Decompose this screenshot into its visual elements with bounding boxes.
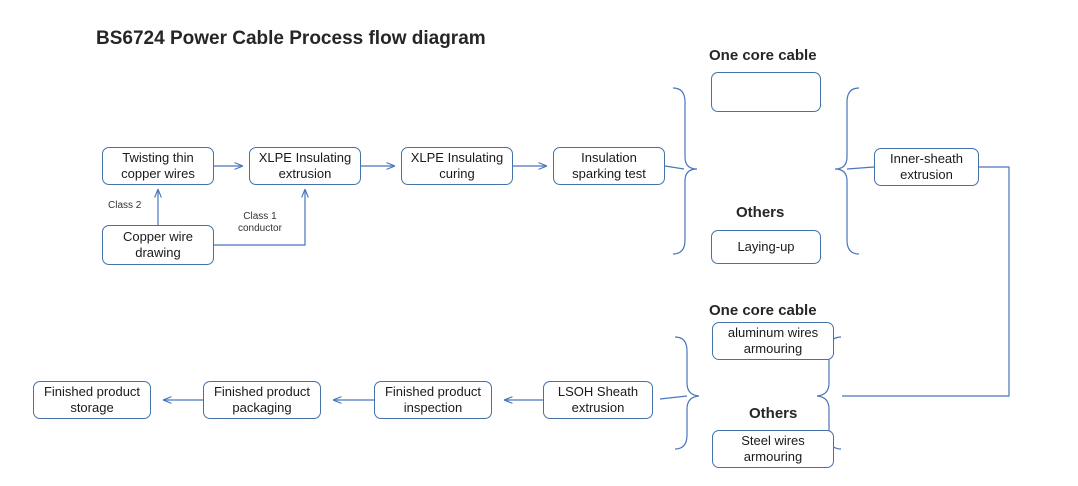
brace-lower-left [674, 336, 700, 450]
connector-sparking-to-brace [664, 165, 685, 170]
connector-brace-to-inner-sheath [846, 166, 875, 170]
edge-label-class-1-conductor: Class 1 conductor [238, 211, 282, 234]
node-twisting-thin-copper-wires[interactable]: Twisting thin copper wires [102, 147, 214, 185]
connector-brace-to-lsoh [659, 395, 688, 400]
edge-label-class-2: Class 2 [108, 200, 142, 211]
node-lsoh-sheath-extrusion[interactable]: LSOH Sheath extrusion [543, 381, 653, 419]
brace-upper-right [834, 87, 860, 255]
node-laying-up[interactable]: Laying-up [711, 230, 821, 264]
node-finished-product-packaging[interactable]: Finished product packaging [203, 381, 321, 419]
group-label-others-top: Others [736, 204, 785, 221]
node-finished-product-storage[interactable]: Finished product storage [33, 381, 151, 419]
brace-upper-left [672, 87, 698, 255]
page-title: BS6724 Power Cable Process flow diagram [96, 28, 486, 49]
node-xlpe-insulating-extrusion[interactable]: XLPE Insulating extrusion [249, 147, 361, 185]
node-inner-sheath-extrusion[interactable]: Inner-sheath extrusion [874, 148, 979, 186]
node-insulation-sparking-test[interactable]: Insulation sparking test [553, 147, 665, 185]
node-aluminum-wires-armouring[interactable]: aluminum wires armouring [712, 322, 834, 360]
group-label-one-core-cable-top: One core cable [709, 47, 817, 64]
connector-inner-sheath-to-armouring [842, 166, 1010, 397]
group-label-one-core-cable-bottom: One core cable [709, 302, 817, 319]
group-label-others-bottom: Others [749, 405, 798, 422]
node-finished-product-inspection[interactable]: Finished product inspection [374, 381, 492, 419]
node-copper-wire-drawing[interactable]: Copper wire drawing [102, 225, 214, 265]
node-one-core-cable-passthrough[interactable] [711, 72, 821, 112]
node-steel-wires-armouring[interactable]: Steel wires armouring [712, 430, 834, 468]
node-xlpe-insulating-curing[interactable]: XLPE Insulating curing [401, 147, 513, 185]
